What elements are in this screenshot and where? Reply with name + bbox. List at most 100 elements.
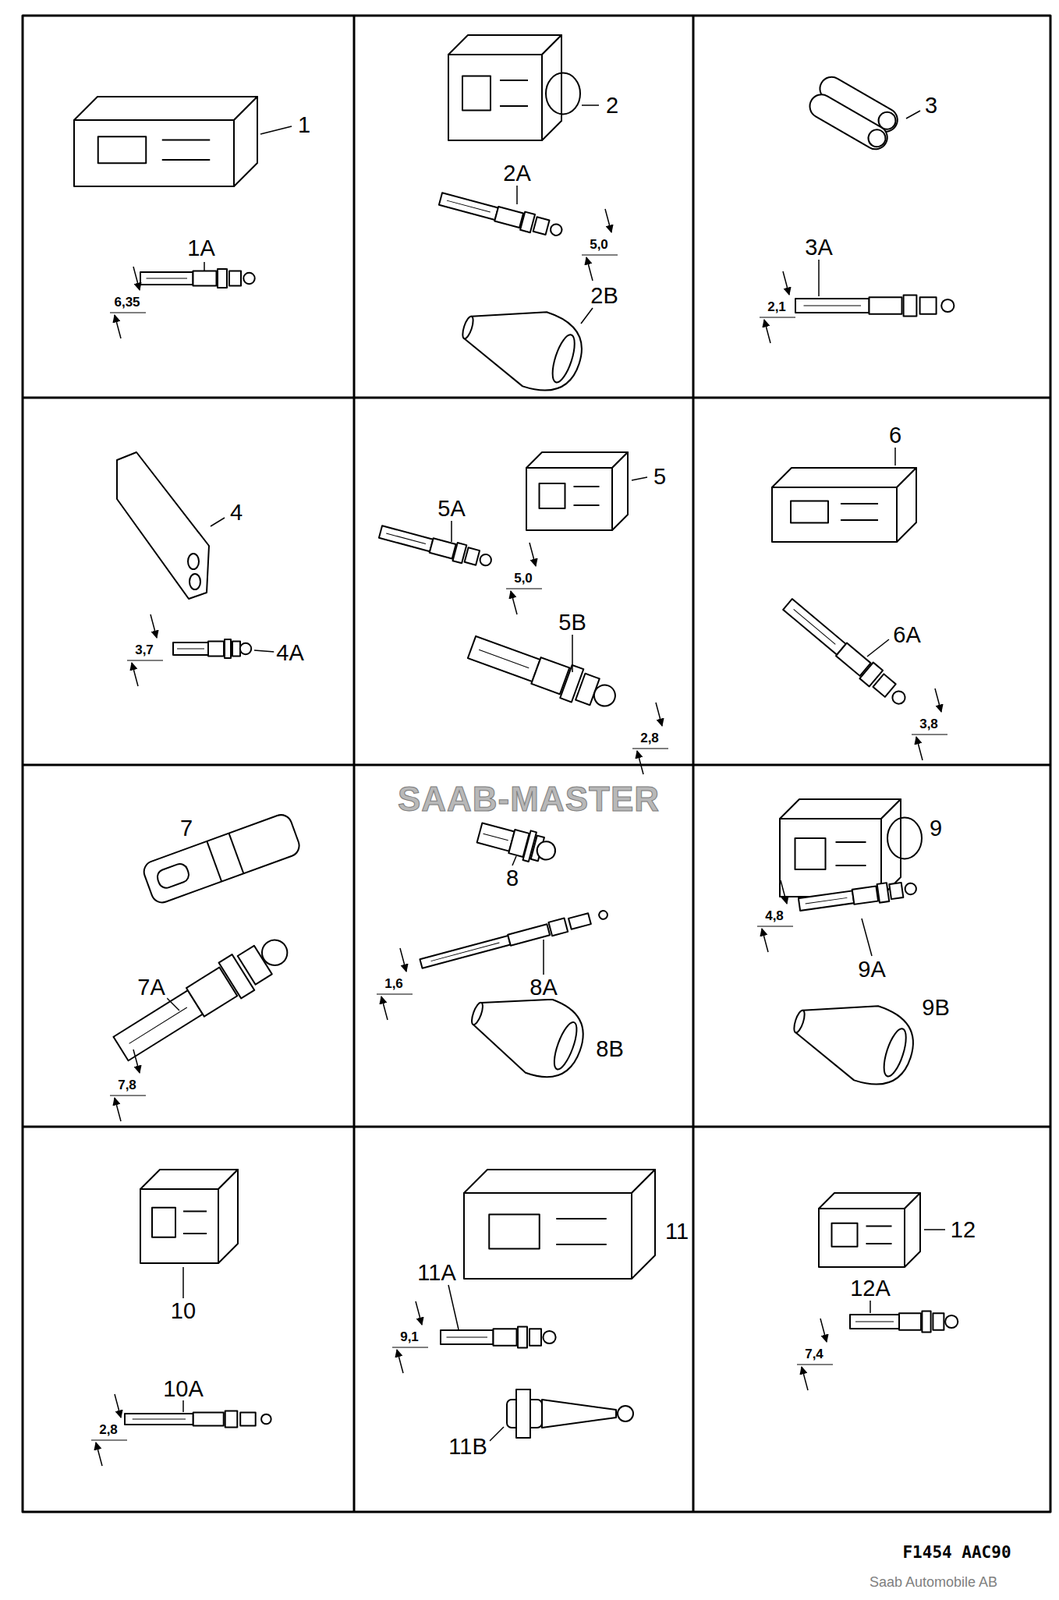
part-outline <box>463 1169 656 1194</box>
part-outline <box>240 643 252 655</box>
callout-number: 7A <box>134 975 167 999</box>
part-outline <box>945 1315 958 1329</box>
leader-line <box>450 520 453 542</box>
part-outline <box>233 96 258 187</box>
callout-number: 5B <box>556 610 588 634</box>
part-outline <box>224 639 231 659</box>
part-outline <box>206 841 222 882</box>
leader-line <box>182 1400 185 1413</box>
grid-line <box>22 1126 1051 1129</box>
leader-line <box>203 262 206 272</box>
part-outline <box>541 1399 617 1428</box>
part-outline <box>818 1208 905 1268</box>
dimension-arrow <box>586 257 593 281</box>
part-outline <box>539 483 566 509</box>
callout-number: 12A <box>847 1276 893 1300</box>
part-outline <box>877 882 890 903</box>
dimension-arrow <box>133 266 140 291</box>
part-outline <box>866 1243 893 1245</box>
dimension-arrow <box>801 1367 808 1391</box>
terminal-pin <box>440 1327 557 1349</box>
terminal-pin <box>850 1311 958 1333</box>
dimension-arrow <box>396 1349 404 1374</box>
part-outline <box>541 35 562 141</box>
connector-housing <box>818 1193 921 1268</box>
part-outline <box>469 1001 486 1027</box>
leader-line <box>516 185 518 205</box>
part-outline <box>772 487 897 542</box>
dimension: 2,8 <box>97 1423 120 1438</box>
part-outline <box>378 525 433 552</box>
connector-housing <box>116 452 209 599</box>
dimension-arrow <box>114 315 121 339</box>
leader-line <box>581 104 599 107</box>
part-outline <box>888 882 904 900</box>
part-outline <box>835 864 867 867</box>
dimension-line <box>796 1363 833 1365</box>
part-outline <box>462 76 491 111</box>
part-outline <box>152 1207 176 1238</box>
callout-number: 10A <box>160 1377 206 1401</box>
part-outline <box>446 200 491 213</box>
callout-number: 10 <box>168 1299 199 1323</box>
callout-number: 9 <box>927 816 945 840</box>
callout-number: 5 <box>651 464 669 489</box>
dimension-arrow <box>114 1394 121 1418</box>
connector-housing <box>526 452 628 531</box>
part-outline <box>573 504 600 507</box>
dimension-line <box>759 316 796 318</box>
part-outline <box>431 942 500 962</box>
rubber-boot <box>452 289 592 401</box>
dimension-arrow <box>916 736 923 761</box>
part-outline <box>74 120 234 187</box>
part-outline <box>439 192 499 220</box>
callout-number: 3A <box>802 235 835 259</box>
part-outline <box>542 1331 556 1344</box>
part-outline <box>243 272 255 284</box>
part-outline <box>840 519 879 521</box>
dimension-arrow <box>764 319 771 344</box>
part-outline <box>904 1193 921 1268</box>
connector-housing <box>74 96 258 187</box>
terminal-pin <box>378 522 494 571</box>
part-outline <box>464 547 480 565</box>
leader-line <box>631 477 648 481</box>
rubber-boot <box>506 1389 634 1438</box>
dimension-arrow <box>95 1442 103 1467</box>
part-outline <box>217 269 227 288</box>
dimension: 9,1 <box>398 1330 421 1345</box>
part-outline <box>113 990 202 1061</box>
grid-line <box>22 396 1051 400</box>
callout-number: 9A <box>855 957 888 982</box>
watermark: SAAB-MASTER <box>397 781 660 818</box>
part-outline <box>920 297 937 315</box>
part-outline <box>177 648 205 650</box>
dimension-line <box>506 587 542 589</box>
part-outline <box>240 1413 256 1427</box>
callout-number: 3 <box>922 93 940 117</box>
leader-line <box>448 1285 459 1330</box>
dimension-line <box>632 747 669 749</box>
part-outline <box>805 897 848 904</box>
part-outline <box>183 1232 207 1235</box>
callout-number: 6A <box>890 623 923 647</box>
part-outline <box>208 641 224 656</box>
part-outline <box>866 1225 893 1228</box>
dimension-arrow <box>400 948 407 972</box>
part-outline <box>526 452 628 468</box>
dimension-line <box>127 659 163 661</box>
part-outline <box>499 79 528 82</box>
part-outline <box>832 1223 858 1247</box>
terminal-pin <box>124 1411 272 1428</box>
dimension-arrow <box>381 996 388 1021</box>
leader-line <box>861 918 872 957</box>
leader-line <box>906 110 921 119</box>
dimension-arrow <box>780 880 787 904</box>
dimension-arrow <box>637 750 644 775</box>
callout-number: 4 <box>227 500 245 525</box>
callout-number: 8B <box>593 1037 626 1061</box>
part-outline <box>257 935 293 971</box>
dimension-line <box>911 733 948 735</box>
dimension: 5,0 <box>512 571 535 586</box>
grid-frame <box>22 15 1051 1513</box>
